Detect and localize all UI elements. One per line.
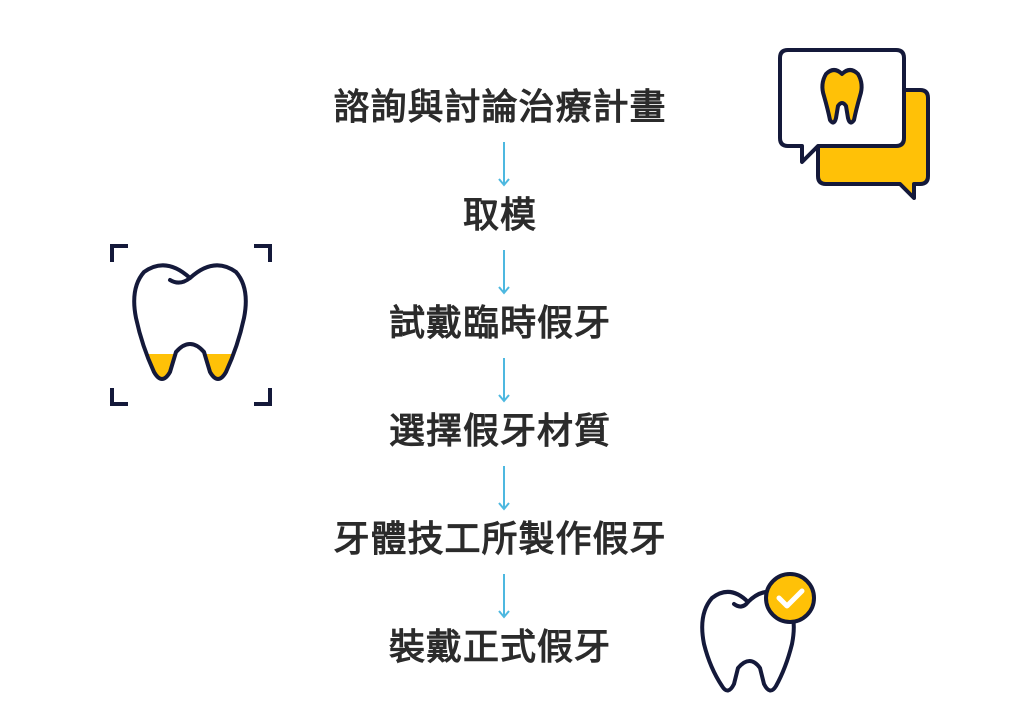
flow-arrow-4 [498,466,510,511]
speech-bubble-tooth-icon [778,48,930,200]
tooth-scan-icon [110,244,272,406]
flow-arrow-2 [498,250,510,295]
step-lab-fabrication: 牙體技工所製作假牙 [333,519,667,560]
flow-arrow-5 [498,574,510,619]
tooth-check-icon [700,572,816,693]
step-final-installation: 裝戴正式假牙 [388,627,611,668]
flow-arrow-3 [498,358,510,403]
step-consultation: 諮詢與討論治療計畫 [333,87,667,128]
step-temporary-denture: 試戴臨時假牙 [388,303,611,344]
flow-arrow-1 [498,142,510,187]
step-impression: 取模 [462,195,537,236]
step-material-selection: 選擇假牙材質 [388,411,611,452]
